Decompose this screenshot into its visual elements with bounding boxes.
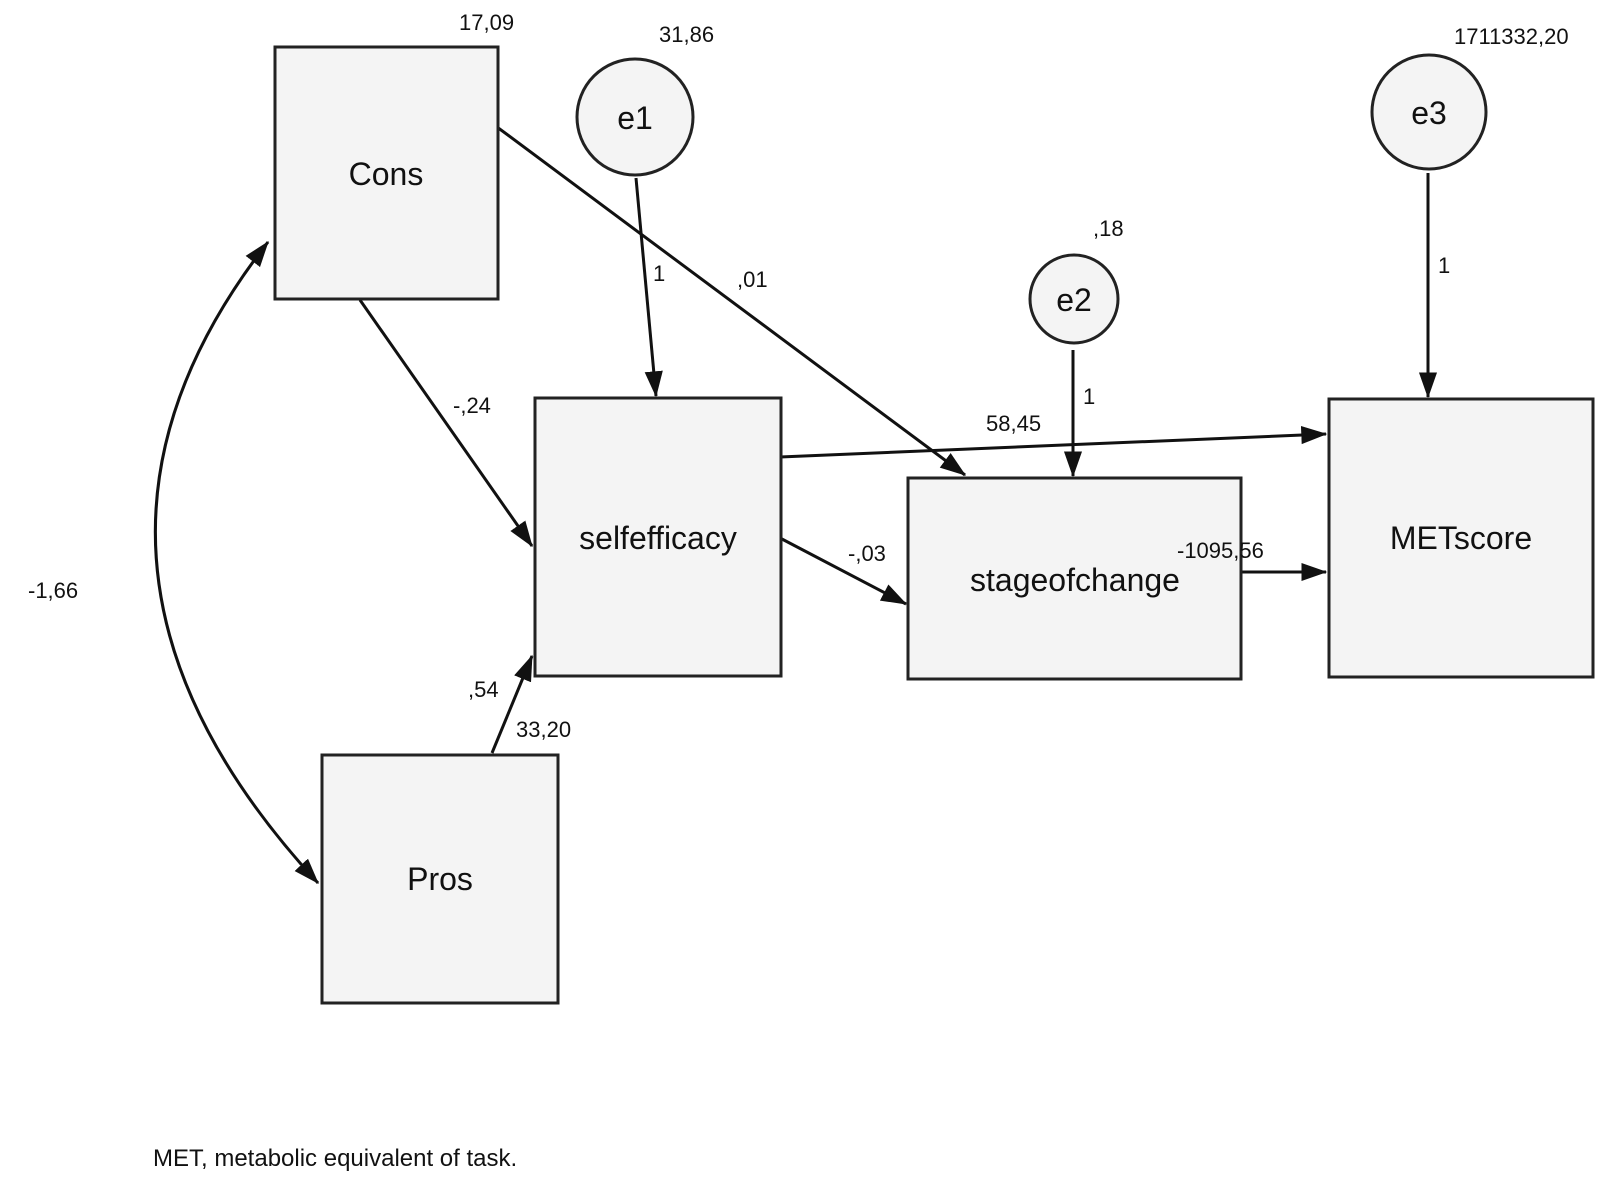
edge-e1-to-selfefficacy bbox=[634, 177, 663, 398]
node-metscore: METscore bbox=[1327, 397, 1595, 679]
node-e1: e1 bbox=[575, 57, 695, 177]
edge-label-e1-to-selfefficacy: 1 bbox=[653, 261, 665, 286]
edge-label-e2-to-stageofchange: 1 bbox=[1083, 384, 1095, 409]
node-metscore-label: METscore bbox=[1390, 520, 1532, 556]
edge-cons-to-selfefficacy bbox=[358, 299, 534, 548]
node-cons-label: Cons bbox=[349, 156, 424, 192]
edge-cons-pros-covariance bbox=[153, 240, 320, 885]
edge-label-selfefficacy-to-metscore: 58,45 bbox=[986, 411, 1041, 436]
node-e3-label: e3 bbox=[1411, 95, 1447, 131]
edge-label-cons-pros-covariance: -1,66 bbox=[28, 578, 78, 603]
node-cons-value: 17,09 bbox=[459, 10, 514, 35]
node-pros-value: 33,20 bbox=[516, 717, 571, 742]
edge-label-pros-to-selfefficacy: ,54 bbox=[468, 677, 499, 702]
edge-label-cons-to-stageofchange: ,01 bbox=[737, 267, 768, 292]
edge-pros-to-selfefficacy bbox=[490, 654, 534, 754]
edge-label-cons-to-selfefficacy: -,24 bbox=[453, 393, 491, 418]
edge-label-e3-to-metscore: 1 bbox=[1438, 253, 1450, 278]
node-stageofchange: stageofchange bbox=[906, 476, 1243, 681]
node-e3: e3 bbox=[1370, 53, 1488, 171]
node-e2-value: ,18 bbox=[1093, 216, 1124, 241]
edge-selfefficacy-to-metscore bbox=[779, 425, 1328, 459]
node-e2: e2 bbox=[1028, 253, 1120, 345]
node-e3-value: 1711332,20 bbox=[1454, 24, 1569, 49]
node-e2-label: e2 bbox=[1056, 282, 1092, 318]
node-cons: Cons bbox=[273, 45, 500, 301]
edge-selfefficacy-to-stageofchange bbox=[779, 536, 908, 606]
node-e1-value: 31,86 bbox=[659, 22, 714, 47]
node-e1-label: e1 bbox=[617, 100, 653, 136]
figure-caption: MET, metabolic equivalent of task. bbox=[153, 1145, 517, 1172]
node-pros-label: Pros bbox=[407, 861, 473, 897]
edge-label-stageofchange-to-metscore: -1095,56 bbox=[1177, 538, 1264, 563]
node-selfefficacy: selfefficacy bbox=[533, 396, 783, 678]
edge-cons-to-stageofchange bbox=[496, 125, 967, 477]
node-selfefficacy-label: selfefficacy bbox=[579, 520, 737, 556]
node-stageofchange-label: stageofchange bbox=[970, 562, 1180, 598]
edge-label-selfefficacy-to-stageofchange: -,03 bbox=[848, 541, 886, 566]
node-pros: Pros bbox=[320, 753, 560, 1005]
